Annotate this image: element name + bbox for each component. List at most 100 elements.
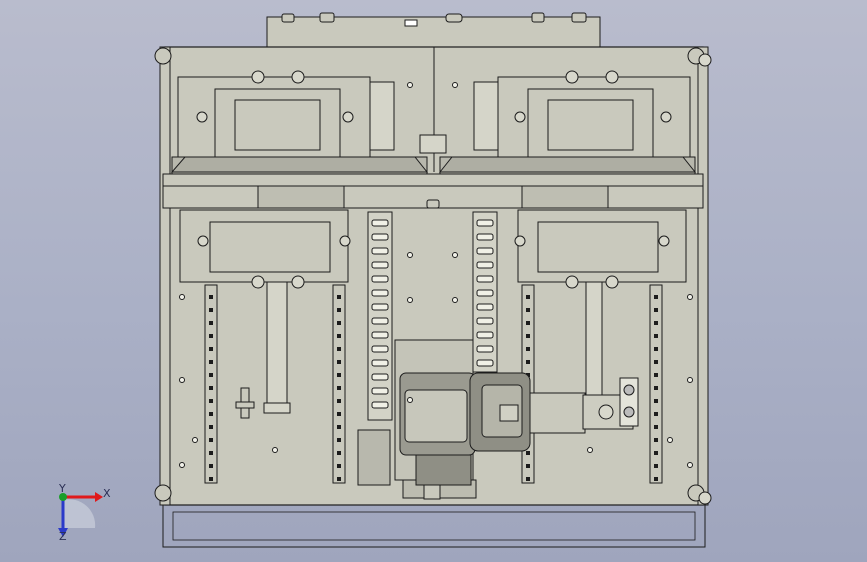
hole: [407, 297, 413, 303]
mounting-holes: [179, 82, 693, 468]
rail-hole: [337, 425, 341, 429]
hole: [407, 397, 413, 403]
slot: [371, 275, 389, 283]
rail-hole: [337, 373, 341, 377]
slots-right: [476, 219, 494, 367]
rail-hole: [209, 360, 213, 364]
triad-x-label: X: [103, 487, 111, 500]
hole: [667, 437, 673, 443]
top-rail: [266, 12, 601, 49]
rail-hole: [337, 412, 341, 416]
slot: [476, 345, 494, 353]
slot: [476, 359, 494, 367]
rail-hole: [209, 464, 213, 468]
slot: [371, 303, 389, 311]
rail-hole: [654, 321, 658, 325]
rail-hole: [654, 373, 658, 377]
rail-hole: [209, 373, 213, 377]
rail-hole: [337, 360, 341, 364]
view-triad[interactable]: [58, 492, 103, 537]
rail-hole: [337, 347, 341, 351]
fixture-lower-right: [514, 209, 687, 398]
hole: [687, 294, 693, 300]
fixture-upper-right: [419, 70, 697, 175]
rail-hole: [337, 308, 341, 312]
rail-hole: [209, 321, 213, 325]
rail-hole: [654, 386, 658, 390]
rail-hole: [654, 399, 658, 403]
triad-y-axis: [59, 493, 67, 501]
rail-hole: [654, 412, 658, 416]
rail-hole: [337, 321, 341, 325]
rail-hole: [654, 477, 658, 481]
hole: [452, 82, 458, 88]
rail-hole: [654, 347, 658, 351]
hole: [272, 447, 278, 453]
rail-hole: [654, 334, 658, 338]
hole: [407, 82, 413, 88]
hole: [587, 447, 593, 453]
rail-hole: [209, 425, 213, 429]
rail-hole: [526, 360, 530, 364]
rail-hole: [209, 334, 213, 338]
sensor-left: [235, 387, 291, 419]
hole: [452, 252, 458, 258]
rail-hole: [209, 347, 213, 351]
triad-y-label: Y: [59, 482, 66, 495]
slot: [476, 289, 494, 297]
fixture-upper-left: [170, 70, 429, 175]
rail-hole: [209, 295, 213, 299]
rail-hole: [337, 386, 341, 390]
slot: [371, 401, 389, 409]
slot: [371, 289, 389, 297]
rail-hole: [526, 334, 530, 338]
rail-hole: [654, 308, 658, 312]
slot: [371, 247, 389, 255]
cross-beam: [162, 173, 704, 209]
rail-hole: [337, 334, 341, 338]
rail-hole: [654, 451, 658, 455]
hole: [179, 294, 185, 300]
hole: [179, 462, 185, 468]
rail-hole: [337, 464, 341, 468]
triad-z-arrowhead: [58, 528, 68, 537]
rail-hole: [209, 451, 213, 455]
rail-hole: [526, 295, 530, 299]
rail-hole: [526, 464, 530, 468]
hole: [179, 377, 185, 383]
slot: [371, 359, 389, 367]
rail-hole: [337, 295, 341, 299]
rail-hole: [209, 399, 213, 403]
rail-hole: [654, 438, 658, 442]
rail-hole: [337, 451, 341, 455]
rail-hole: [337, 477, 341, 481]
triad-z-label: Z: [59, 530, 67, 543]
slot: [371, 387, 389, 395]
rail-hole: [526, 321, 530, 325]
slot: [476, 331, 494, 339]
slot: [371, 317, 389, 325]
slot: [476, 261, 494, 269]
slot: [476, 247, 494, 255]
robot-arm: [399, 372, 639, 500]
rail-hole: [654, 360, 658, 364]
hole: [687, 462, 693, 468]
slot: [476, 317, 494, 325]
hole: [452, 297, 458, 303]
triad-x-arrowhead: [95, 492, 103, 502]
rail-hole: [654, 425, 658, 429]
rail-hole: [209, 438, 213, 442]
rail-hole: [654, 295, 658, 299]
rail-hole: [654, 464, 658, 468]
rail-hole: [209, 308, 213, 312]
rail-hole: [526, 477, 530, 481]
rail-hole: [526, 308, 530, 312]
rail-hole: [337, 438, 341, 442]
rail-hole: [209, 412, 213, 416]
rail-hole: [526, 347, 530, 351]
slot: [371, 261, 389, 269]
slot: [371, 233, 389, 241]
rail-hole: [337, 399, 341, 403]
slot: [476, 233, 494, 241]
